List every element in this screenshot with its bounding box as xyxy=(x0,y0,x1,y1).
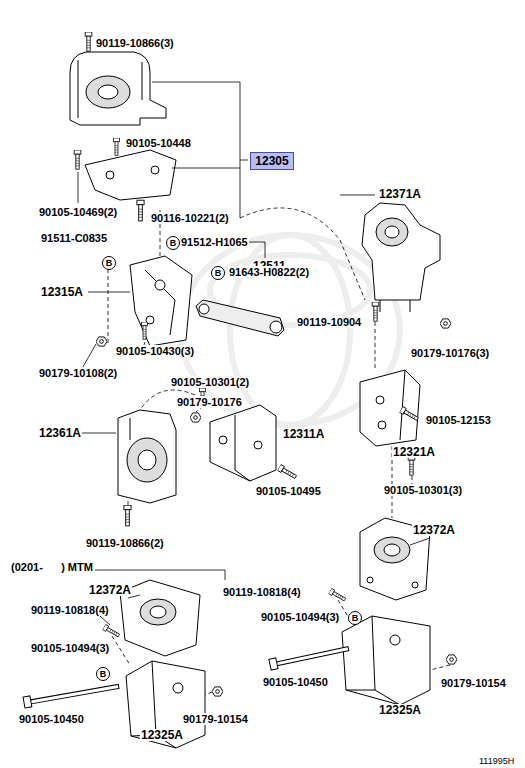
node-text: B xyxy=(100,669,107,679)
part-number: 90105-10494(3) xyxy=(260,611,340,623)
part-name: 12321A xyxy=(392,446,436,458)
reference-circle: B xyxy=(96,667,110,681)
part-number: 91643-H0822(2) xyxy=(228,266,310,278)
leader-lines xyxy=(78,82,430,625)
part-number: 90105-10469(2) xyxy=(38,206,118,218)
part-number: 90119-10818(4) xyxy=(222,586,302,598)
part-number: 91511-C0835 xyxy=(40,232,108,244)
part-number: 90179-10108(2) xyxy=(38,367,118,379)
part-number: 90105-10450 xyxy=(262,676,329,688)
part-number: 90179-10154 xyxy=(440,677,507,689)
part-number: (0201- ) MTM xyxy=(10,561,94,573)
reference-circle: B xyxy=(211,266,225,280)
part-number: 90119-10818(4) xyxy=(30,604,110,616)
part-number: 90105-10450 xyxy=(18,713,85,725)
part-name: 12371A xyxy=(378,188,422,200)
part-number: 90179-10176 xyxy=(176,396,243,408)
part-number: 90119-10866(2) xyxy=(85,537,165,549)
part-number: 111995H xyxy=(478,755,515,767)
reference-circle: B xyxy=(348,611,362,625)
part-name: 12372A xyxy=(412,524,456,536)
reference-circle: B xyxy=(102,256,116,270)
node-text: B xyxy=(352,613,359,623)
part-number: 91512-H1065 xyxy=(180,236,249,248)
part-number: 90119-10904 xyxy=(296,316,362,328)
node-text: B xyxy=(215,268,222,278)
part-number: 90179-10154 xyxy=(182,713,249,725)
part-name: 12372A xyxy=(88,584,132,596)
part-name: 12311A xyxy=(282,428,325,440)
guide-lines xyxy=(108,208,450,695)
part-name: 12325A xyxy=(378,704,422,716)
part-number: 90105-10301(2) xyxy=(170,376,250,388)
node-text: B xyxy=(170,238,177,248)
parts xyxy=(70,52,440,748)
part-number: 90116-10221(2) xyxy=(150,212,230,224)
part-number: 90105-10494(3) xyxy=(30,642,110,654)
reference-circle: B xyxy=(166,236,180,250)
part-number: 90119-10866(3) xyxy=(95,37,175,49)
part-number: 90105-10301(3) xyxy=(383,484,463,496)
part-number: 90105-10430(3) xyxy=(115,345,195,357)
part-number: 90105-12153 xyxy=(425,414,492,426)
part-name: 12361A xyxy=(38,427,82,439)
part-number: 90105-10448 xyxy=(125,137,192,149)
fasteners xyxy=(23,32,457,708)
node-text: B xyxy=(106,258,113,268)
part-number: 90105-10495 xyxy=(255,485,322,497)
part-name: 12315A xyxy=(40,286,84,298)
part-number: 90179-10176(3) xyxy=(410,347,490,359)
part-name: 12325A xyxy=(140,729,184,741)
node-text: 12305 xyxy=(255,155,288,168)
callout-box: 12305 xyxy=(250,152,294,170)
